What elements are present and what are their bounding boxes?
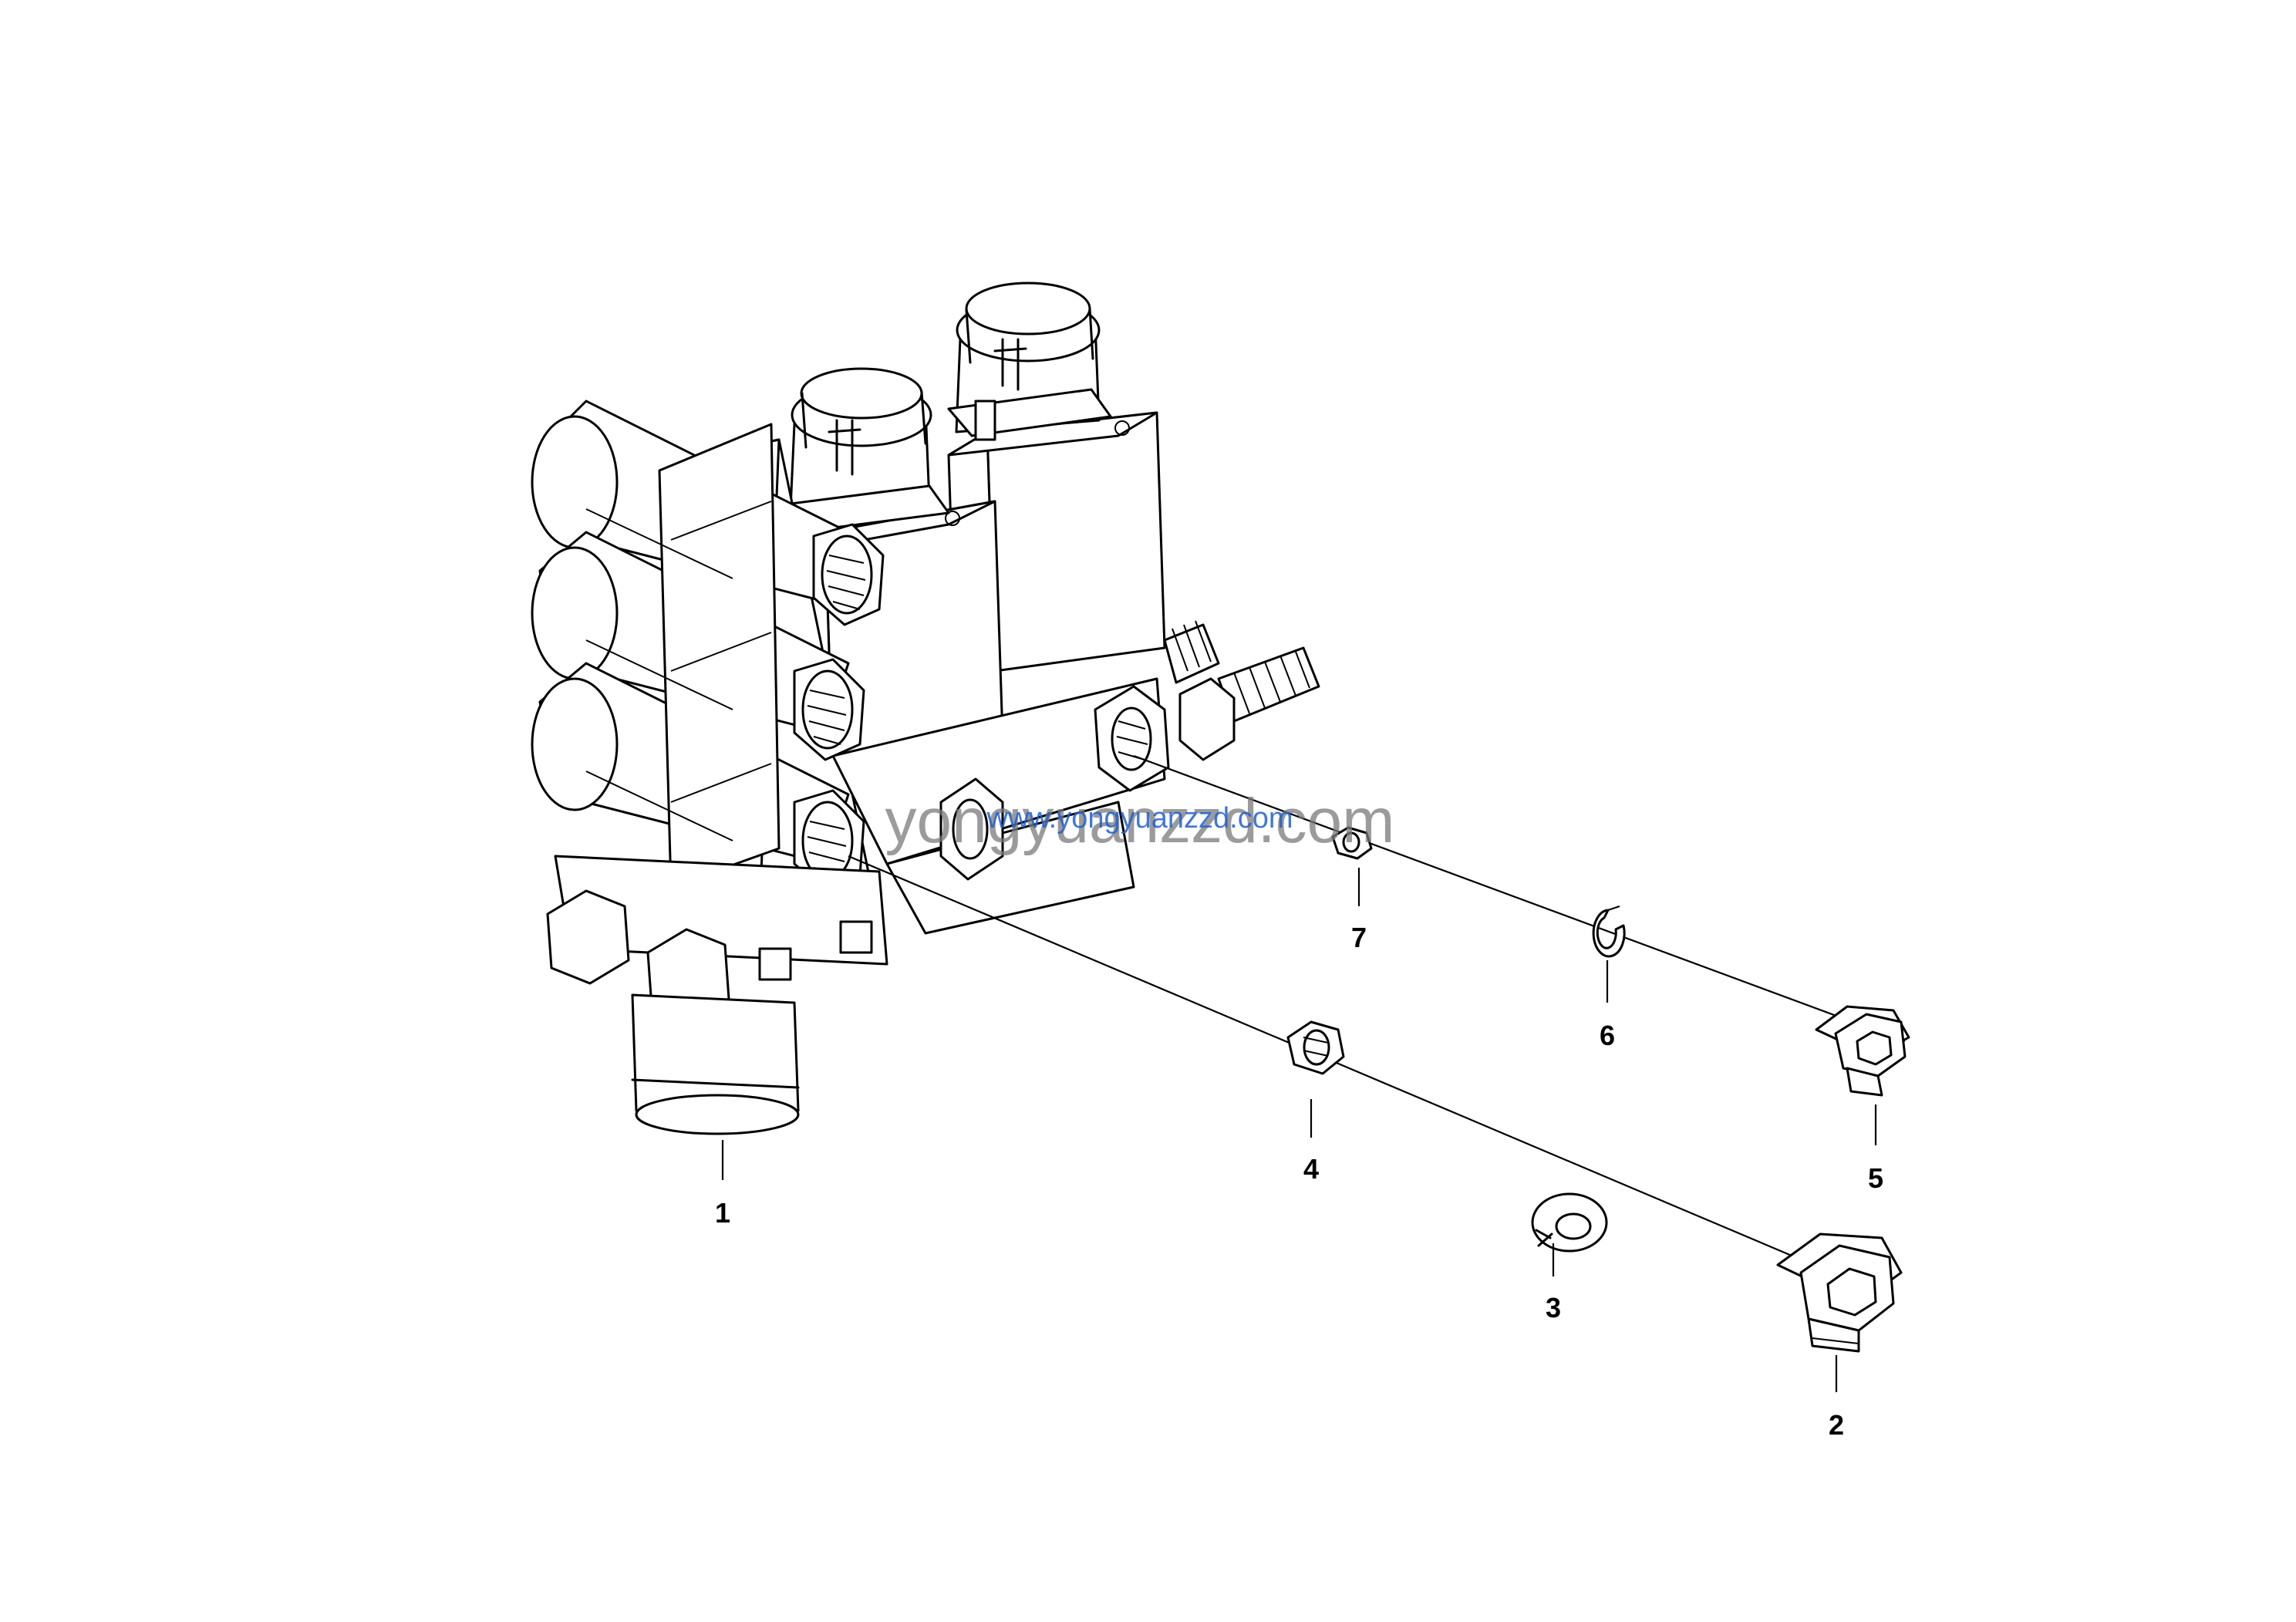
callout-6: 6 <box>1600 1020 1615 1051</box>
explosion-lines <box>848 754 1906 1274</box>
part-3-lock-washer <box>1531 1192 1608 1253</box>
part-5-hex-plug <box>1815 1005 1910 1097</box>
port-bank <box>531 400 885 892</box>
part-7-small-nut <box>1331 826 1373 860</box>
port-opening-top <box>812 523 885 626</box>
part-2-hex-plug <box>1776 1233 1903 1353</box>
callout-1: 1 <box>715 1197 730 1229</box>
mounting-bracket <box>546 855 888 1023</box>
callout-3: 3 <box>1546 1292 1561 1324</box>
threaded-studs <box>1163 620 1320 761</box>
part-4-hex-nut <box>1286 1020 1345 1075</box>
watermark-main: yongyuanzzd.com <box>885 786 1395 856</box>
callout-4: 4 <box>1303 1153 1319 1185</box>
callout-2: 2 <box>1829 1409 1844 1441</box>
side-fittings <box>939 685 1170 881</box>
callout-ticks <box>721 868 1877 1392</box>
port-opening-middle <box>793 658 865 761</box>
callout-5: 5 <box>1868 1162 1883 1194</box>
watermark-url: www.yongyuanzzd.com <box>986 802 1293 835</box>
callout-labels: 1 2 3 4 5 6 7 <box>715 922 1883 1441</box>
lower-cylinder <box>631 993 800 1135</box>
part-6-lock-washer <box>1592 905 1626 958</box>
valve-block-assembly <box>531 282 1320 1135</box>
callout-7: 7 <box>1351 922 1367 953</box>
